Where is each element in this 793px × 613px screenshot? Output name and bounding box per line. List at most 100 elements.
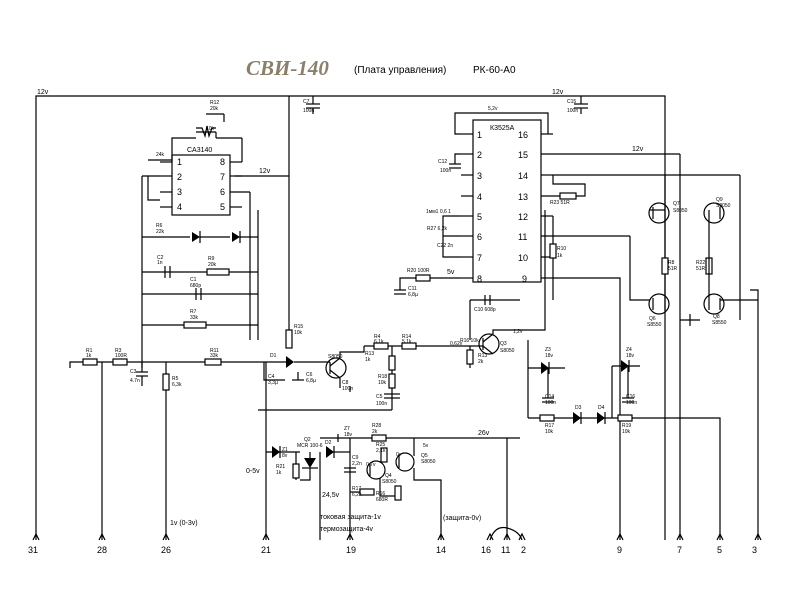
rail-12v-mid: 12v — [632, 146, 644, 153]
svg-text:C9: C9 — [352, 455, 359, 461]
connector-21: 21 — [261, 532, 271, 555]
svg-text:100n: 100n — [545, 400, 556, 406]
svg-text:R15: R15 — [294, 324, 303, 330]
note-24-5v: 24,5v — [322, 492, 340, 499]
svg-text:C5: C5 — [376, 394, 383, 400]
svg-text:Q3: Q3 — [500, 341, 507, 347]
svg-text:680p: 680p — [190, 283, 201, 289]
svg-text:S8050: S8050 — [328, 354, 343, 360]
svg-text:20k: 20k — [208, 262, 217, 268]
svg-text:Z4: Z4 — [626, 347, 632, 353]
svg-text:1k: 1k — [557, 253, 563, 259]
connector-3: 3 — [752, 532, 762, 555]
connector-2: 2 — [518, 532, 526, 555]
svg-text:Z3: Z3 — [545, 347, 551, 353]
svg-text:D4: D4 — [598, 405, 605, 411]
svg-text:R20 100R: R20 100R — [407, 268, 430, 274]
svg-text:R17: R17 — [352, 486, 361, 492]
svg-text:R28: R28 — [372, 423, 381, 429]
svg-text:D2: D2 — [325, 440, 332, 446]
svg-text:22k: 22k — [156, 229, 165, 235]
connector-19: 19 — [346, 532, 356, 555]
svg-text:10k: 10k — [294, 330, 303, 336]
svg-text:R21: R21 — [276, 464, 285, 470]
svg-text:1n: 1n — [157, 260, 163, 266]
svg-text:R8: R8 — [668, 260, 675, 266]
svg-text:10k: 10k — [206, 126, 215, 132]
svg-text:Q6: Q6 — [649, 316, 656, 322]
svg-text:10k: 10k — [622, 429, 631, 435]
svg-text:3: 3 — [177, 187, 182, 197]
svg-text:1k: 1k — [86, 353, 92, 359]
svg-text:7: 7 — [477, 253, 482, 263]
svg-text:R12: R12 — [210, 100, 219, 106]
board-subtitle: (Плата управления) — [354, 65, 446, 76]
svg-text:100n: 100n — [440, 168, 451, 174]
svg-text:S8050: S8050 — [500, 348, 515, 354]
svg-text:6: 6 — [220, 187, 225, 197]
svg-text:C16: C16 — [626, 394, 635, 400]
svg-text:Q8: Q8 — [713, 314, 720, 320]
svg-text:33k: 33k — [210, 353, 219, 359]
svg-text:C10 608p: C10 608p — [474, 307, 496, 313]
ic2-name: К3525А — [490, 125, 515, 132]
svg-text:13: 13 — [518, 192, 528, 202]
svg-text:1: 1 — [177, 157, 182, 167]
labels: 12v 12v 12v 12v 26v 5v 5v CA3140 1 2 3 4… — [37, 89, 731, 533]
svg-text:R19: R19 — [622, 423, 631, 429]
svg-text:2: 2 — [477, 150, 482, 160]
svg-text:S8050: S8050 — [716, 203, 731, 209]
connector-14: 14 — [436, 532, 446, 555]
svg-text:10k: 10k — [545, 429, 554, 435]
svg-text:8v: 8v — [282, 453, 288, 459]
svg-text:33k: 33k — [190, 315, 199, 321]
connector-31: 31 — [28, 532, 40, 555]
svg-text:6,1k: 6,1k — [374, 339, 384, 345]
svg-text:2,1k: 2,1k — [376, 448, 386, 454]
svg-text:16: 16 — [518, 130, 528, 140]
svg-text:18v: 18v — [626, 353, 635, 359]
svg-text:R11: R11 — [210, 348, 219, 354]
svg-text:3: 3 — [752, 545, 757, 555]
svg-text:51R: 51R — [668, 266, 678, 272]
svg-text:1: 1 — [477, 130, 482, 140]
svg-text:R27 6,2k: R27 6,2k — [427, 226, 448, 232]
svg-text:R9: R9 — [208, 256, 215, 262]
svg-text:C2: C2 — [157, 255, 164, 261]
svg-text:Q2: Q2 — [304, 437, 311, 443]
svg-text:7: 7 — [220, 172, 225, 182]
svg-text:4: 4 — [477, 192, 482, 202]
connector-7: 7 — [676, 532, 684, 555]
svg-text:Z7: Z7 — [344, 426, 350, 432]
svg-text:D3: D3 — [575, 405, 582, 411]
svg-text:S8050: S8050 — [382, 479, 397, 485]
svg-text:C12: C12 — [438, 159, 447, 165]
svg-text:R16: R16 — [376, 491, 385, 497]
svg-text:8: 8 — [220, 157, 225, 167]
svg-text:Q5: Q5 — [421, 453, 428, 459]
svg-text:4: 4 — [177, 202, 182, 212]
rail-26v: 26v — [478, 430, 490, 437]
svg-text:0,62v: 0,62v — [450, 341, 463, 347]
svg-text:C14: C14 — [545, 394, 554, 400]
svg-text:R13: R13 — [365, 351, 374, 357]
svg-text:S8550: S8550 — [712, 320, 727, 326]
svg-text:2k: 2k — [372, 429, 378, 435]
svg-text:100R: 100R — [115, 353, 127, 359]
svg-text:C22 2n: C22 2n — [437, 243, 453, 249]
svg-text:R22: R22 — [696, 260, 705, 266]
svg-text:24k: 24k — [156, 152, 165, 158]
connector-28: 28 — [97, 532, 107, 555]
svg-text:20k: 20k — [210, 106, 219, 112]
svg-text:5: 5 — [717, 545, 722, 555]
svg-text:R6: R6 — [156, 223, 163, 229]
svg-text:R7: R7 — [190, 309, 197, 315]
svg-text:R3: R3 — [115, 348, 122, 354]
svg-text:R16 10k: R16 10k — [460, 338, 479, 344]
svg-text:8: 8 — [477, 274, 482, 284]
svg-text:6: 6 — [477, 232, 482, 242]
svg-text:Z1: Z1 — [282, 447, 288, 453]
svg-text:2,2n: 2,2n — [352, 461, 362, 467]
svg-text:3: 3 — [477, 171, 482, 181]
